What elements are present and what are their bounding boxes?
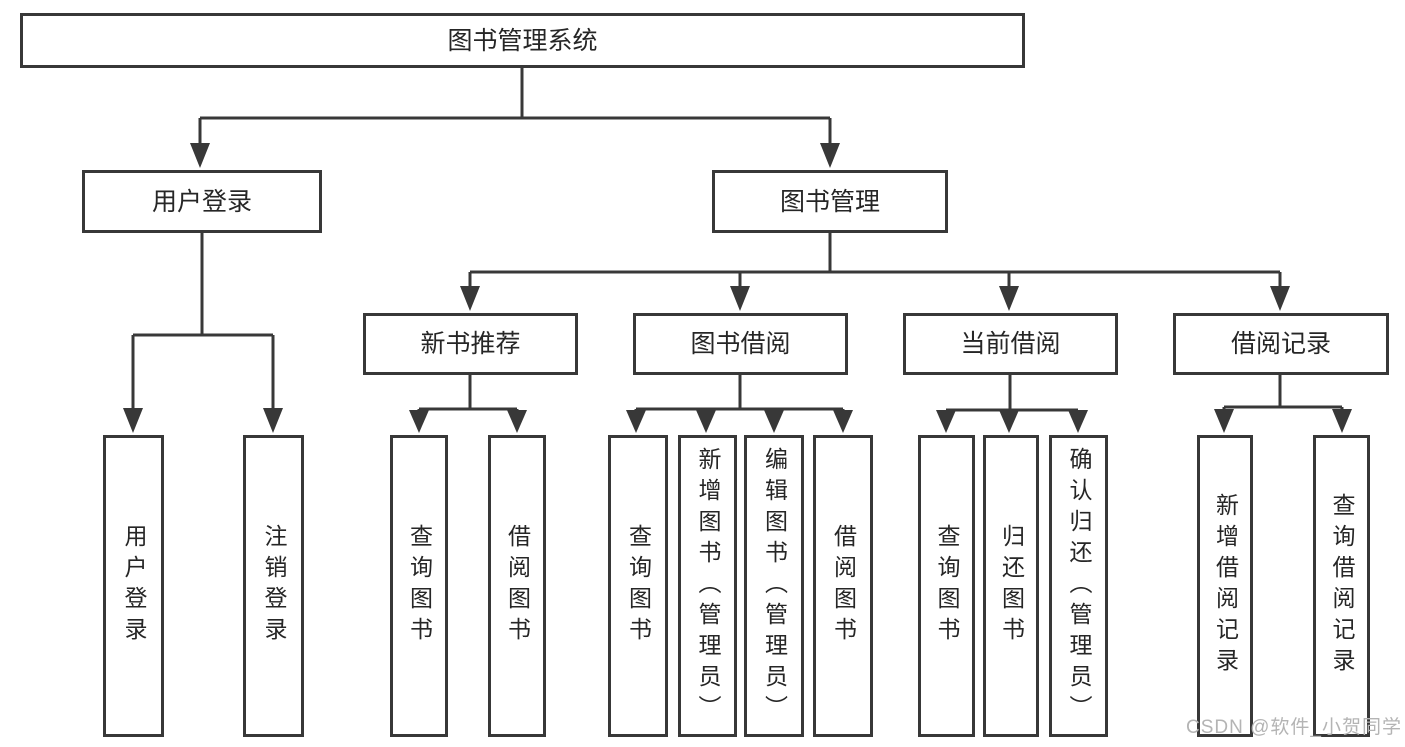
leaf-borrowing-query-label: 查询图书	[625, 524, 652, 648]
leaf-current-query: 查询图书	[918, 435, 975, 737]
node-current-borrowing: 当前借阅	[903, 313, 1118, 375]
leaf-borrowing-borrow: 借阅图书	[813, 435, 873, 737]
leaf-records-add-label: 新增借阅记录	[1212, 493, 1239, 679]
leaf-new-books-borrow-label: 借阅图书	[504, 524, 531, 648]
leaf-borrowing-edit-admin-label: 编辑图书（管理员）	[761, 446, 788, 726]
node-borrow-records: 借阅记录	[1173, 313, 1389, 375]
leaf-current-return-label: 归还图书	[998, 524, 1025, 648]
node-current-borrowing-label: 当前借阅	[960, 330, 1061, 358]
leaf-borrowing-borrow-label: 借阅图书	[830, 524, 857, 648]
node-book-borrowing-label: 图书借阅	[690, 330, 791, 358]
leaf-borrowing-add-admin: 新增图书（管理员）	[678, 435, 737, 737]
leaf-records-query: 查询借阅记录	[1313, 435, 1370, 737]
node-new-book-recommend-label: 新书推荐	[420, 330, 521, 358]
leaf-records-query-label: 查询借阅记录	[1329, 493, 1355, 679]
node-root: 图书管理系统	[20, 13, 1025, 68]
leaf-records-add: 新增借阅记录	[1197, 435, 1253, 737]
node-user-login-label: 用户登录	[151, 187, 252, 216]
node-new-book-recommend: 新书推荐	[363, 313, 578, 375]
leaf-new-books-query-label: 查询图书	[406, 524, 433, 648]
leaf-current-confirm-return-admin-label: 确认归还（管理员）	[1066, 446, 1092, 726]
node-book-management: 图书管理	[712, 170, 948, 233]
leaf-user-login: 用户登录	[103, 435, 164, 737]
leaf-logout: 注销登录	[243, 435, 304, 737]
leaf-user-login-label: 用户登录	[121, 524, 147, 648]
leaf-new-books-query: 查询图书	[390, 435, 448, 737]
leaf-new-books-borrow: 借阅图书	[488, 435, 546, 737]
leaf-current-query-label: 查询图书	[934, 524, 960, 648]
node-book-borrowing: 图书借阅	[633, 313, 848, 375]
leaf-borrowing-add-admin-label: 新增图书（管理员）	[695, 446, 721, 726]
node-borrow-records-label: 借阅记录	[1230, 330, 1331, 358]
node-book-management-label: 图书管理	[779, 187, 880, 216]
csdn-watermark: CSDN @软件_小贺同学	[1186, 717, 1402, 738]
node-root-label: 图书管理系统	[447, 26, 598, 55]
leaf-current-return: 归还图书	[983, 435, 1039, 737]
leaf-borrowing-query: 查询图书	[608, 435, 668, 737]
node-user-login: 用户登录	[82, 170, 322, 233]
leaf-logout-label: 注销登录	[261, 524, 287, 648]
leaf-current-confirm-return-admin: 确认归还（管理员）	[1049, 435, 1108, 737]
leaf-borrowing-edit-admin: 编辑图书（管理员）	[744, 435, 804, 737]
